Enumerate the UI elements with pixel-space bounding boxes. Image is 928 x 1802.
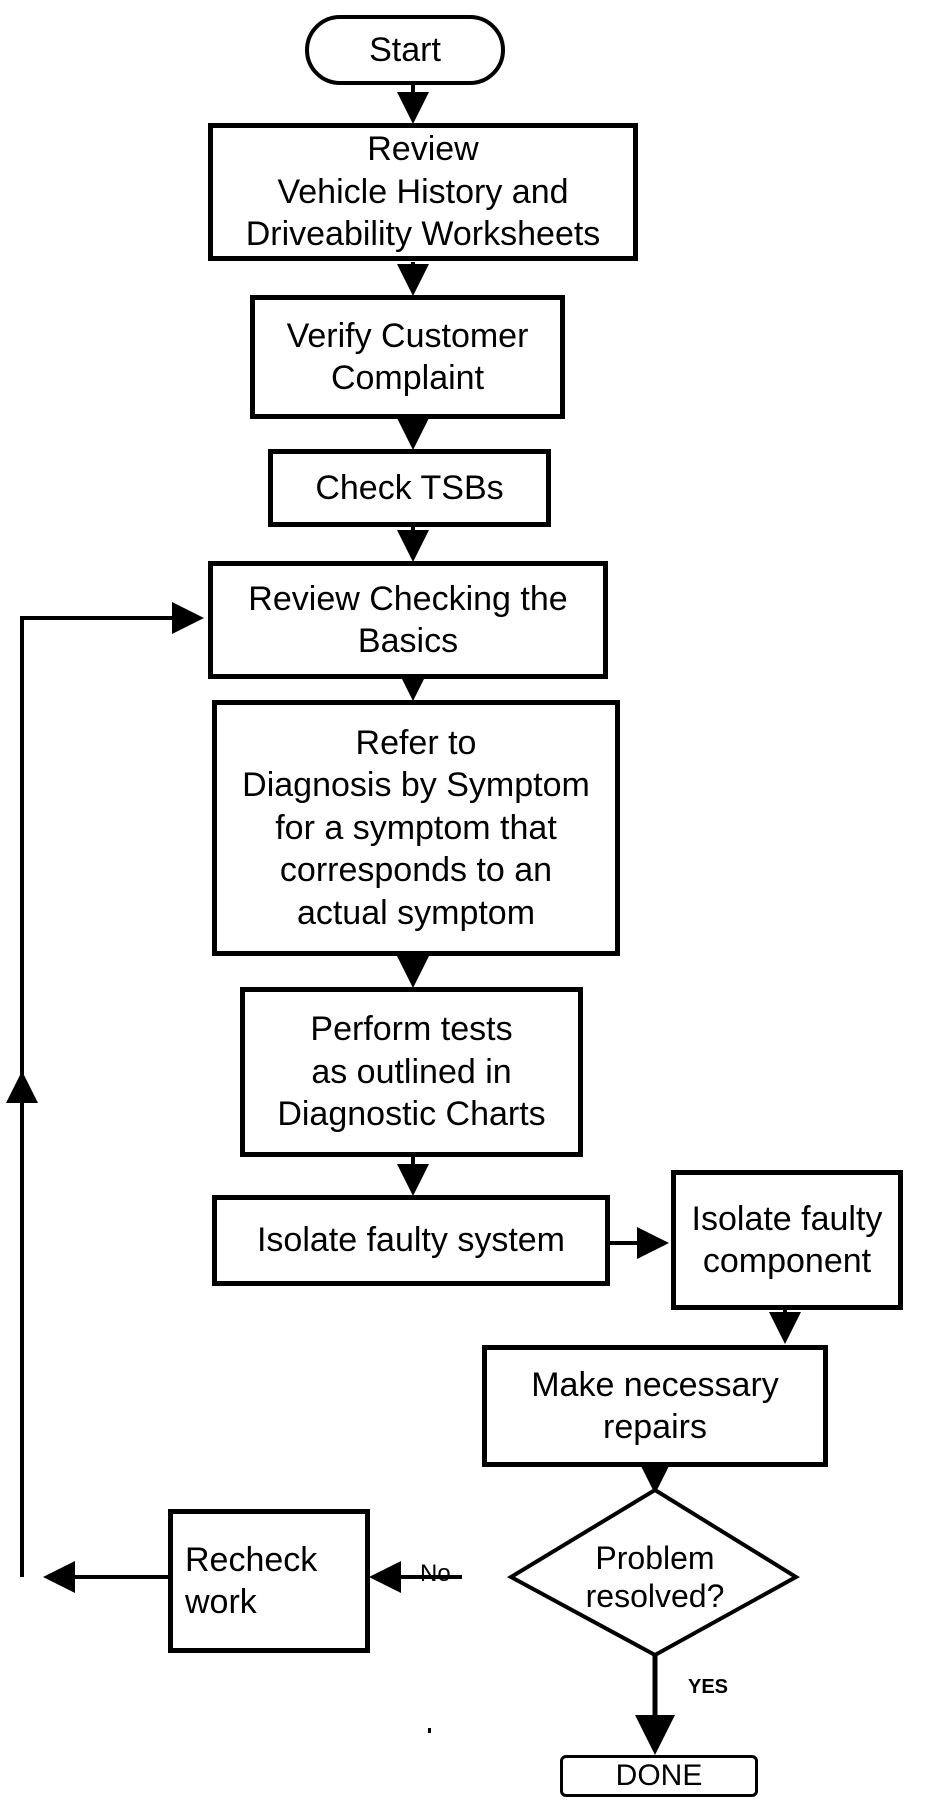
isolate-system-box: Isolate faulty system	[212, 1195, 610, 1286]
refer-diagnosis-box: Refer to Diagnosis by Symptom for a symp…	[212, 700, 620, 956]
isolate-component-box: Isolate faulty component	[671, 1170, 903, 1310]
stray-mark	[428, 1728, 431, 1733]
perform-tests-box: Perform tests as outlined in Diagnostic …	[240, 987, 583, 1157]
decision-label: Problem resolved?	[585, 1539, 725, 1614]
done-node: DONE	[560, 1755, 758, 1797]
verify-complaint-box: Verify Customer Complaint	[250, 295, 565, 419]
no-label: No	[420, 1560, 451, 1587]
check-tsbs-box: Check TSBs	[268, 449, 551, 527]
review-history-box: Review Vehicle History and Driveability …	[208, 123, 638, 261]
make-repairs-box: Make necessary repairs	[482, 1345, 828, 1467]
recheck-box: Recheck work	[168, 1509, 370, 1653]
yes-label: YES	[688, 1676, 729, 1698]
start-node: Start	[305, 15, 505, 85]
decision-diamond	[506, 1487, 800, 1658]
review-basics-box: Review Checking the Basics	[208, 561, 608, 679]
